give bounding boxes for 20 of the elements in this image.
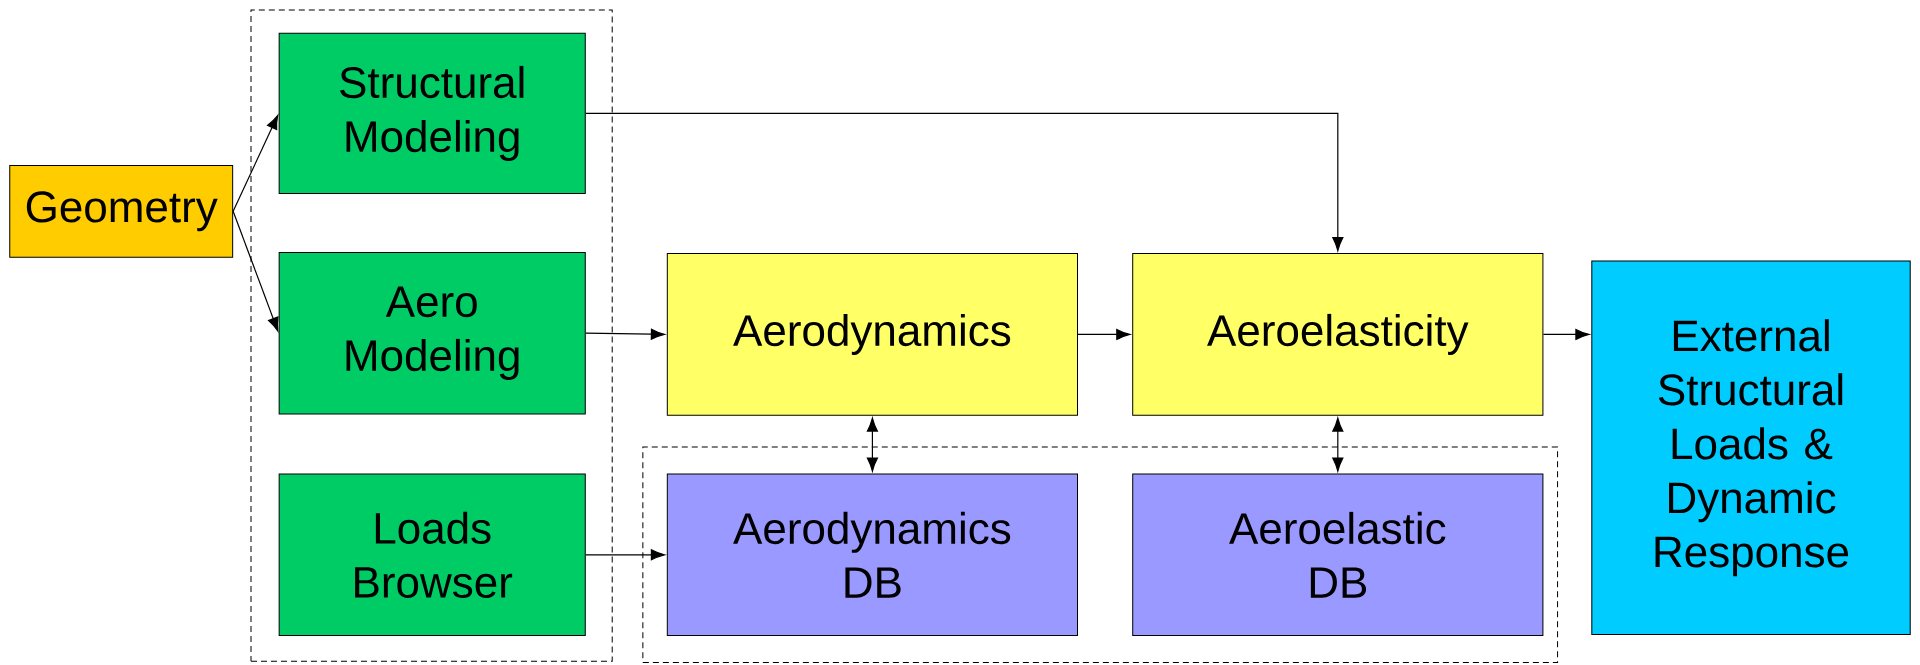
process-box: Structural Modeling xyxy=(278,32,586,195)
double-arrow xyxy=(866,417,878,472)
database-box: Aeroelastic DB xyxy=(1132,473,1544,637)
arrow xyxy=(585,549,665,561)
process-box: Geometry xyxy=(9,164,234,258)
database-box: Aerodynamics DB xyxy=(666,473,1078,637)
process-box: Aerodynamics xyxy=(666,253,1078,416)
arrow xyxy=(585,112,1344,252)
arrow xyxy=(232,115,279,212)
double-arrow xyxy=(1332,417,1344,472)
arrow xyxy=(585,328,665,340)
arrow xyxy=(1077,328,1131,340)
output-box: External Structural Loads & Dynamic Response xyxy=(1591,260,1911,635)
dashed-group-box xyxy=(642,446,1559,664)
arrow xyxy=(232,210,279,332)
arrow xyxy=(1542,328,1590,340)
process-box: Loads Browser xyxy=(278,473,586,637)
dashed-group-box xyxy=(250,9,613,662)
process-box: Aero Modeling xyxy=(278,251,586,415)
process-box: Aeroelasticity xyxy=(1132,253,1544,416)
